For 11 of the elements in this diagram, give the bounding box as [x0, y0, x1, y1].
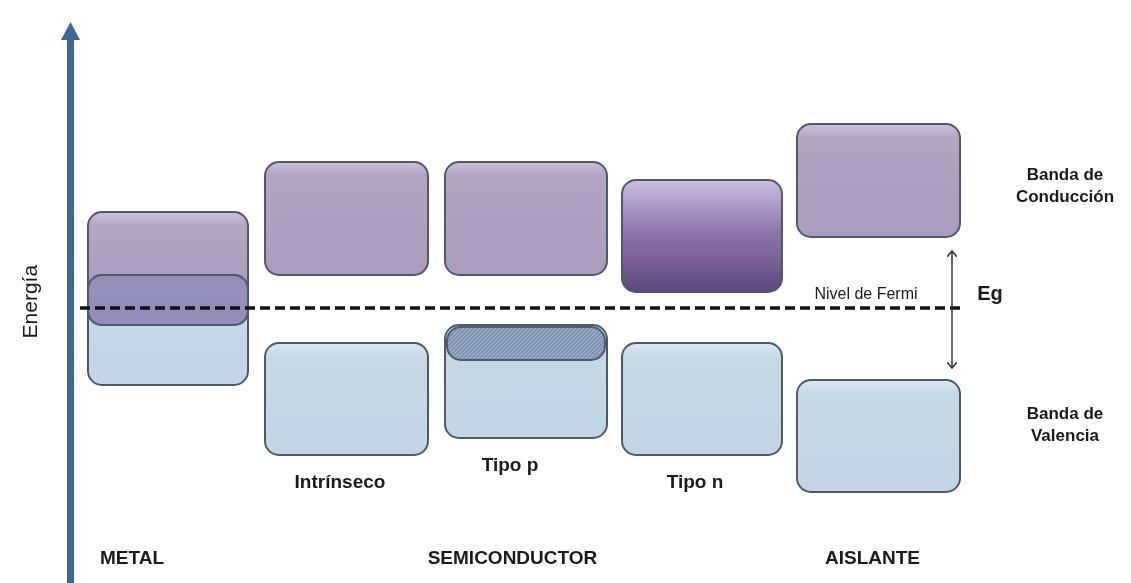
category-label: SEMICONDUCTOR [426, 546, 599, 570]
band-label: Banda de Conducción [1014, 164, 1116, 209]
category-label: AISLANTE [824, 546, 921, 570]
category-label: METAL [100, 546, 166, 570]
band-label: Banda de Valencia [1025, 403, 1105, 448]
fermi-level-label: Nivel de Fermi [813, 284, 919, 304]
material-label: Tipo p [480, 453, 540, 477]
gap-label: Eg [976, 281, 1004, 306]
material-label: Tipo n [665, 470, 725, 494]
axis-label: Energía [17, 263, 43, 341]
material-label: Intrínseco [293, 470, 387, 494]
